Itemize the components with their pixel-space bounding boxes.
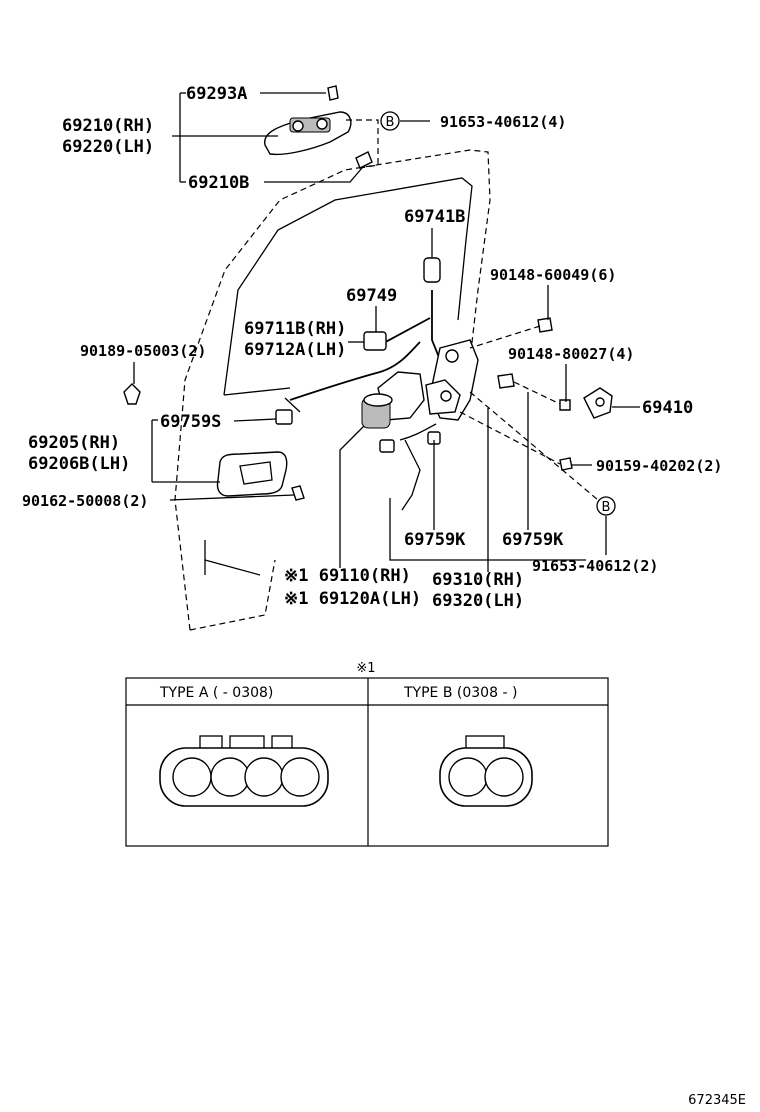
label-90189-05003: 90189-05003(2) [80, 342, 206, 360]
label-69206b-lh: 69206B(LH) [28, 454, 130, 474]
label-69220-lh: 69220(LH) [62, 137, 154, 157]
label-69210b: 69210B [188, 173, 249, 193]
label-69712a-lh: 69712A(LH) [244, 340, 346, 360]
part-labels: 69293A 69210(RH) 69220(LH) 69210B 91653-… [22, 84, 722, 611]
type-a-header: TYPE A ( - 0308) [159, 685, 273, 701]
type-a-connector-drawing [159, 735, 329, 807]
label-69205-rh: 69205(RH) [28, 433, 120, 453]
label-69120a-lh: ※1 69120A(LH) [284, 589, 421, 609]
label-69759k-b: 69759K [502, 530, 564, 550]
label-69110-rh: ※1 69110(RH) [284, 566, 411, 586]
connector-type-table: ※1 TYPE A ( - 0308) TYPE B (0308 - ) [125, 661, 609, 847]
svg-text:B: B [602, 500, 611, 515]
reference-marker-b-top: B [380, 111, 400, 131]
label-90148-60049: 90148-60049(6) [490, 266, 616, 284]
svg-text:B: B [386, 115, 395, 130]
label-69320-lh: 69320(LH) [432, 591, 524, 611]
label-69711b-rh: 69711B(RH) [244, 319, 346, 339]
outside-handle-drawing [264, 85, 373, 169]
type-b-header: TYPE B (0308 - ) [403, 685, 517, 701]
label-69410: 69410 [642, 398, 693, 418]
label-90148-80027: 90148-80027(4) [508, 345, 634, 363]
label-91653-bottom: 91653-40612(2) [532, 557, 658, 575]
inside-handle-drawing [216, 451, 305, 501]
type-b-connector-drawing [439, 735, 533, 807]
label-90162-50008: 90162-50008(2) [22, 492, 148, 510]
lock-actuator-drawing [361, 371, 425, 429]
leader-lines [133, 92, 640, 572]
label-69749: 69749 [346, 286, 397, 306]
label-90159-40202: 90159-40202(2) [596, 457, 722, 475]
label-69759s: 69759S [160, 412, 221, 432]
label-91653-top: 91653-40612(4) [440, 113, 566, 131]
label-69210-rh: 69210(RH) [62, 116, 154, 136]
label-69741b: 69741B [404, 207, 465, 227]
label-69759k-a: 69759K [404, 530, 466, 550]
rods-drawing [275, 257, 449, 425]
door-lock-drawing [379, 339, 479, 511]
reference-marker-b-bottom: B [596, 496, 616, 516]
label-69310-rh: 69310(RH) [432, 570, 524, 590]
fasteners-drawing [123, 317, 613, 471]
figure-id: 672345E [688, 1093, 746, 1108]
label-69293a: 69293A [186, 84, 247, 104]
door-outline [174, 149, 491, 631]
table-note: ※1 [356, 661, 375, 676]
